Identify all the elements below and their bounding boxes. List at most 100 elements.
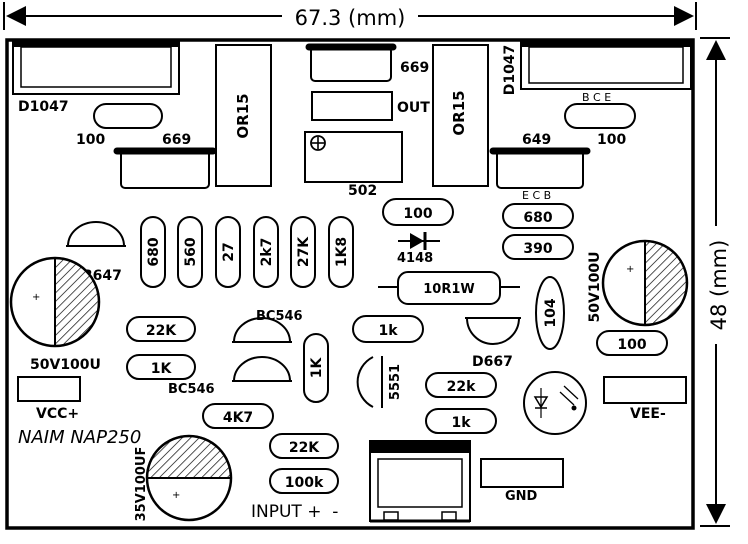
resistor-27k: 27K [290,216,316,288]
svg-text:100: 100 [403,206,432,222]
svg-text:+: + [172,490,180,501]
resistor-27: 27 [215,216,241,288]
svg-text:+: + [32,292,40,303]
svg-text:10R1W: 10R1W [423,282,475,297]
svg-text:50V100U: 50V100U [587,252,603,323]
transistor-669-top: 669 [305,43,429,82]
svg-text:1k: 1k [451,415,471,431]
capacitor-35v100uf: + 35V100UF [134,434,233,522]
svg-text:390: 390 [523,241,552,257]
resistor-22k-left: 22K [126,316,196,342]
resistor-100-right: 100 [596,330,668,356]
resistor-1k-bottom: 1k [425,408,497,434]
svg-text:100: 100 [617,337,646,353]
transistor-bc546-bottom: BC546 [168,356,292,397]
transistor-d1047-right: D1047 B C E [502,41,692,104]
resistor-100-right-top: 100 [564,103,636,148]
resistor-or15-right: OR15 [432,44,489,187]
diode-4148: 4148 [397,232,440,266]
capacitor-50v100u-right: + 50V100U [587,239,689,327]
svg-text:2k7: 2k7 [259,238,275,267]
height-dimension: 48 (mm) [700,37,731,527]
width-dimension: 67.3 (mm) [3,2,697,30]
resistor-680: 680 [140,216,166,288]
width-label: 67.3 (mm) [295,6,406,30]
svg-text:5551: 5551 [388,364,403,400]
svg-text:+: + [626,264,634,275]
svg-text:D667: D667 [472,354,513,370]
capacitor-5551: 5551 [356,356,403,408]
svg-text:104: 104 [543,298,559,327]
vcc-terminal: VCC+ [17,376,81,422]
svg-text:D1047: D1047 [18,99,69,115]
svg-text:22K: 22K [146,323,177,339]
svg-text:27: 27 [221,242,237,261]
gnd-terminal: GND [480,458,564,504]
resistor-2k7: 2k7 [253,216,279,288]
resistor-1k8: 1K8 [328,216,354,288]
vee-terminal: VEE- [603,376,687,422]
svg-text:669: 669 [162,132,191,148]
input-label: INPUT + - [251,502,338,522]
resistor-1k-vertical: 1K [303,333,329,403]
resistor-1k-mid: 1k [352,315,424,343]
svg-text:D1047: D1047 [502,45,518,96]
svg-text:1k: 1k [378,323,398,339]
transistor-649-right: 649 E C B [489,132,591,202]
svg-text:27K: 27K [296,236,312,267]
svg-text:4K7: 4K7 [223,410,253,426]
svg-text:560: 560 [183,237,199,266]
resistor-1k-left: 1K [126,354,196,380]
svg-text:1K8: 1K8 [334,237,350,267]
svg-text:22k: 22k [447,379,476,395]
svg-text:680: 680 [146,237,162,266]
svg-text:1K: 1K [309,357,325,379]
svg-text:502: 502 [348,183,377,199]
transistor-669-left: 669 [113,132,217,189]
svg-text:669: 669 [400,60,429,76]
capacitor-104: 104 [535,276,565,350]
svg-text:4148: 4148 [397,251,433,266]
transistor-bc546-top: BC546 [232,309,303,343]
svg-text:100k: 100k [285,475,324,491]
resistor-680-right: 680 [502,203,574,229]
resistor-4k7: 4K7 [202,403,274,429]
resistor-22k-bottom: 22K [269,433,339,459]
svg-text:100: 100 [76,132,105,148]
potentiometer-502: 502 [304,131,403,199]
height-label: 48 (mm) [707,240,731,331]
resistor-100-center: 100 [382,198,454,226]
transistor-d1047-left: D1047 [12,41,180,115]
svg-text:B C E: B C E [582,91,611,104]
transistor-d667: D667 [465,317,521,370]
resistor-390: 390 [502,234,574,260]
board-outline [5,38,695,530]
resistor-or15-left: OR15 [215,44,272,187]
svg-text:OUT: OUT [397,100,430,116]
svg-text:50V100U: 50V100U [30,357,101,373]
svg-text:649: 649 [522,132,551,148]
led-indicator [523,371,587,435]
svg-text:22K: 22K [289,440,320,456]
capacitor-50v100u-left: + 50V100U [9,256,101,373]
svg-text:GND: GND [505,489,538,504]
svg-text:OR15: OR15 [450,90,468,135]
svg-text:100: 100 [597,132,626,148]
svg-text:E C B: E C B [522,189,551,202]
resistor-560: 560 [177,216,203,288]
input-connector [369,440,471,523]
svg-text:VCC+: VCC+ [36,406,79,422]
svg-text:OR15: OR15 [234,93,252,138]
resistor-100k: 100k [269,468,339,494]
svg-text:VEE-: VEE- [630,406,666,422]
resistor-22k-mid: 22k [425,372,497,398]
out-terminal: OUT [311,91,430,121]
svg-text:BC546: BC546 [168,382,215,397]
svg-text:35V100UF: 35V100UF [134,447,149,522]
svg-text:BC546: BC546 [256,309,303,324]
svg-text:680: 680 [523,210,552,226]
resistor-100-left: 100 [76,103,163,148]
board-title: NAIM NAP250 [18,427,141,448]
resistor-10r1w: 10R1W [378,271,520,305]
